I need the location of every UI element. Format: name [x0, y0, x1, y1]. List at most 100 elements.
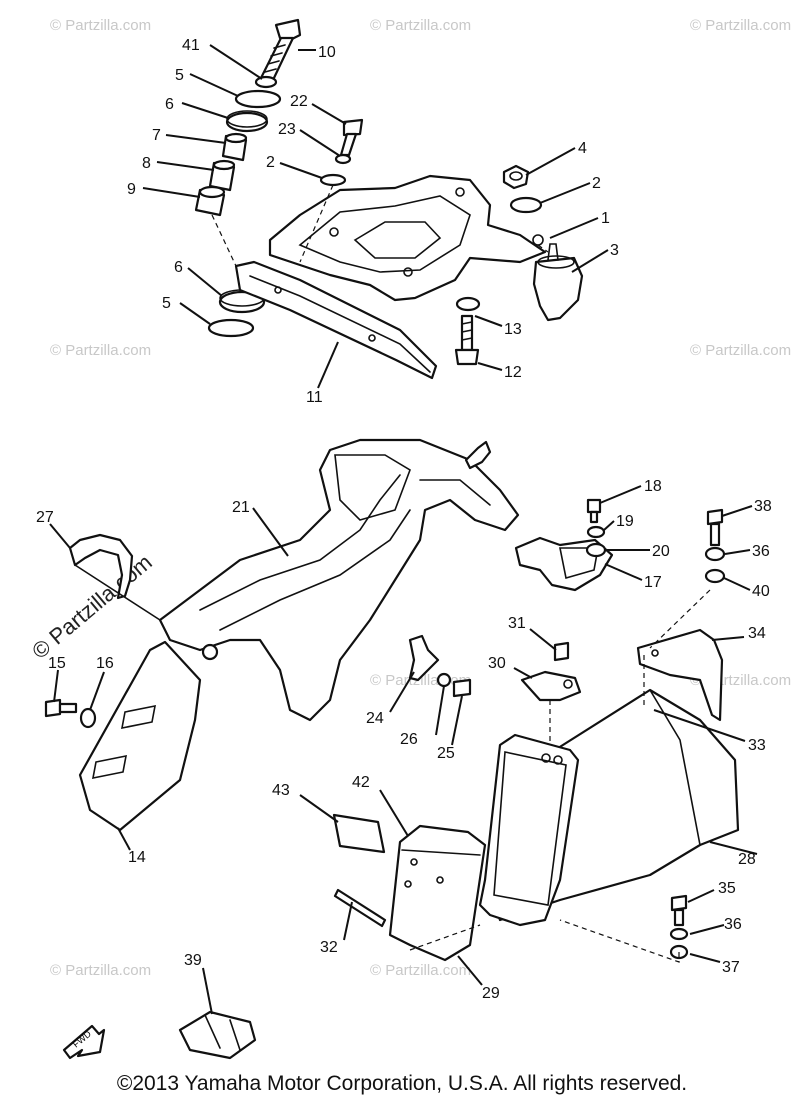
- nut-40: [704, 568, 726, 584]
- bolt-shank-12: [460, 314, 474, 352]
- callout-1: 1: [601, 210, 610, 227]
- callout-42: 42: [352, 774, 370, 791]
- watermark-large: © Partzilla.com: [27, 549, 157, 663]
- callout-15: 15: [48, 655, 66, 672]
- callout-39: 39: [184, 952, 202, 969]
- washer-19: [586, 525, 606, 539]
- callout-41: 41: [182, 37, 200, 54]
- washer-13: [455, 296, 481, 312]
- bracket-34: [636, 628, 724, 722]
- washer-2: [319, 173, 347, 187]
- watermark: © Partzilla.com: [50, 962, 151, 979]
- bolt-25: [452, 678, 472, 698]
- bolt-18: [586, 498, 602, 514]
- strap-39: [178, 1010, 257, 1060]
- bolt-shank-35: [673, 908, 685, 927]
- watermark: © Partzilla.com: [50, 17, 151, 34]
- bracket-30: [520, 670, 582, 702]
- callout-4: 4: [578, 140, 587, 157]
- callout-31: 31: [508, 615, 526, 632]
- rubber-6: [225, 111, 269, 133]
- watermark: © Partzilla.com: [50, 342, 151, 359]
- fwd-arrow-icon: [62, 1024, 106, 1060]
- frame-bracket-1: [268, 174, 547, 302]
- washer-2b: [509, 196, 543, 214]
- rubber-6b: [218, 290, 266, 314]
- callout-25: 25: [437, 745, 455, 762]
- bolt-shank-10: [259, 36, 295, 82]
- callout-30: 30: [488, 655, 506, 672]
- callout-5b: 5: [162, 295, 171, 312]
- washer-41: [254, 75, 278, 89]
- callout-27: 27: [36, 509, 54, 526]
- callout-37: 37: [722, 959, 740, 976]
- watermark: © Partzilla.com: [370, 17, 471, 34]
- callout-26: 26: [400, 731, 418, 748]
- callout-17: 17: [644, 574, 662, 591]
- callout-34: 34: [748, 625, 766, 642]
- callouts: 41 10 5 6 7 8 9 22 23 2 4 2 1 3 6 5 13 1…: [36, 37, 772, 1002]
- bracket-24: [408, 634, 440, 682]
- leader-lines: [49, 44, 758, 1015]
- callout-36: 36: [752, 543, 770, 560]
- washer-23: [334, 153, 352, 165]
- callout-5: 5: [175, 67, 184, 84]
- washer-5: [234, 89, 282, 109]
- callout-36b: 36: [724, 916, 742, 933]
- bolt-head-15: [44, 698, 62, 718]
- callout-24: 24: [366, 710, 384, 727]
- wing-bolt: [464, 440, 492, 470]
- copyright-notice: ©2013 Yamaha Motor Corporation, U.S.A. A…: [116, 1072, 688, 1095]
- callout-43: 43: [272, 782, 290, 799]
- callout-2b: 2: [592, 175, 601, 192]
- callout-29: 29: [482, 985, 500, 1002]
- callout-38: 38: [754, 498, 772, 515]
- callout-8: 8: [142, 155, 151, 172]
- bolt-shank-15: [58, 702, 78, 714]
- callout-6b: 6: [174, 259, 183, 276]
- callout-18: 18: [644, 478, 662, 495]
- watermark: © Partzilla.com: [690, 17, 791, 34]
- callout-35: 35: [718, 880, 736, 897]
- callout-21: 21: [232, 499, 250, 516]
- callout-23: 23: [278, 121, 296, 138]
- callout-20: 20: [652, 543, 670, 560]
- callout-16: 16: [96, 655, 114, 672]
- washer-5b: [207, 318, 255, 338]
- washer-36b: [669, 927, 689, 941]
- callout-32: 32: [320, 939, 338, 956]
- callout-14: 14: [128, 849, 146, 866]
- callout-19: 19: [616, 513, 634, 530]
- bolt-head-22: [342, 118, 364, 137]
- damper-3: [532, 256, 584, 322]
- callout-6: 6: [165, 96, 174, 113]
- callout-3: 3: [610, 242, 619, 259]
- callout-2: 2: [266, 154, 275, 171]
- cover-14: [78, 640, 202, 832]
- watermark: © Partzilla.com: [370, 962, 471, 979]
- frame-21: [158, 438, 520, 722]
- callout-40: 40: [752, 583, 770, 600]
- watermark: © Partzilla.com: [690, 342, 791, 359]
- callout-10: 10: [318, 44, 336, 61]
- washer-20: [585, 542, 607, 558]
- washer-16: [79, 707, 97, 729]
- callout-13: 13: [504, 321, 522, 338]
- washer-36: [704, 546, 726, 562]
- callout-7: 7: [152, 127, 161, 144]
- plate-43: [332, 813, 386, 854]
- strap-27: [68, 533, 134, 600]
- bolt-head-35: [670, 894, 688, 912]
- nut-4: [502, 164, 530, 190]
- bolt-32: [333, 888, 387, 928]
- washer-26: [436, 672, 452, 688]
- lower-assembly: FWD: [44, 438, 740, 1060]
- screw-31: [553, 641, 570, 662]
- callout-22: 22: [290, 93, 308, 110]
- bolt-shank-22: [339, 132, 358, 157]
- callout-9: 9: [127, 181, 136, 198]
- callout-11: 11: [306, 389, 323, 406]
- battery-29: [478, 733, 580, 927]
- callout-12: 12: [504, 364, 522, 381]
